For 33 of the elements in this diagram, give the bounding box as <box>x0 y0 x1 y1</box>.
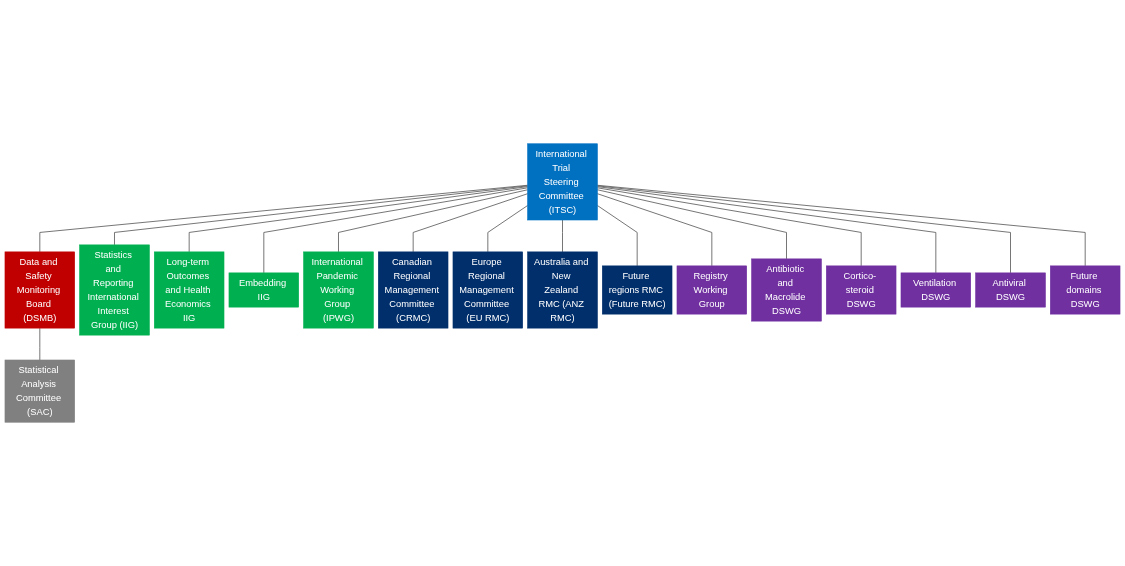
connector <box>596 189 787 260</box>
node-box: Data and Safety Monitoring Board (DSMB) <box>4 251 75 329</box>
node-box: International Trial Steering Committee (ITSC) <box>527 143 598 221</box>
connector <box>39 184 529 253</box>
connector <box>596 184 1086 267</box>
connector <box>596 193 713 267</box>
node-box: Ventilation DSWG <box>900 272 971 308</box>
node-box: Statistical Analysis Committee (SAC) <box>4 359 75 423</box>
connector <box>338 189 529 253</box>
connector <box>487 205 529 253</box>
connector <box>39 327 41 361</box>
node-box: Cortico- steroid DSWG <box>826 265 897 315</box>
connector <box>596 186 937 274</box>
connector <box>412 193 529 253</box>
node-box: Antiviral DSWG <box>975 272 1046 308</box>
connector <box>188 186 529 253</box>
connector <box>596 185 1011 274</box>
connector <box>114 185 529 246</box>
node-box: Long-term Outcomes and Health Economics IIG <box>154 251 225 329</box>
connector <box>263 187 529 274</box>
node-box: Statistics and Reporting International Interest Group (IIG) <box>79 244 150 336</box>
node-box: Australia and New Zealand RMC (ANZ RMC) <box>527 251 598 329</box>
connector <box>562 219 563 253</box>
node-box: International Pandemic Working Group (IPWG) <box>303 251 374 329</box>
node-box: Europe Regional Management Committee (EU RMC) <box>452 251 523 329</box>
connector <box>596 205 638 267</box>
node-box: Canadian Regional Management Committee (CRMC) <box>378 251 449 329</box>
node-box: Future domains DSWG <box>1050 265 1121 315</box>
node-box: Embedding IIG <box>228 272 299 308</box>
node-box: Future regions RMC (Future RMC) <box>602 265 673 315</box>
node-box: Antibiotic and Macrolide DSWG <box>751 258 822 322</box>
connector <box>596 187 862 267</box>
node-box: Registry Working Group <box>676 265 747 315</box>
